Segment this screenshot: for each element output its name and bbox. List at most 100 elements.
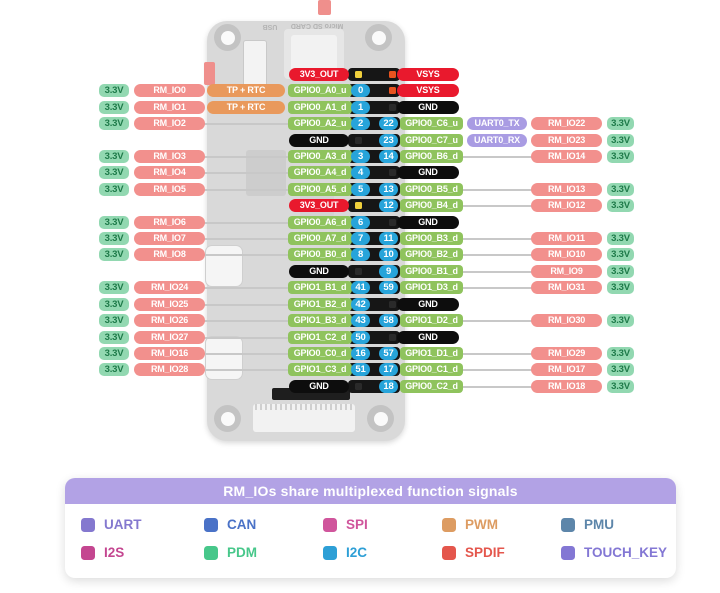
rm-io-badge: RM_IO8 bbox=[134, 248, 205, 262]
connector-line bbox=[461, 352, 533, 355]
voltage-badge: 3.3V bbox=[99, 100, 129, 114]
gpio-badge: GPIO1_B3_d bbox=[288, 314, 352, 328]
voltage-badge: 3.3V bbox=[607, 117, 634, 131]
rm-io-badge: RM_IO14 bbox=[531, 150, 602, 164]
gpio-badge: GPIO0_B6_d bbox=[400, 150, 463, 164]
pin-number-badge: 2 bbox=[351, 117, 370, 131]
legend-item-label: CAN bbox=[227, 517, 257, 532]
gnd-badge: GND bbox=[289, 133, 349, 147]
voltage-badge: 3.3V bbox=[607, 199, 634, 213]
pin-number-badge: 12 bbox=[379, 199, 398, 213]
pin-square bbox=[389, 300, 396, 308]
pin-number-badge: 51 bbox=[351, 363, 370, 377]
gpio-badge: GPIO0_C6_u bbox=[400, 117, 463, 131]
legend-color-swatch bbox=[204, 517, 218, 532]
connector-line bbox=[203, 156, 291, 159]
mounting-hole bbox=[214, 24, 241, 51]
voltage-badge: 3.3V bbox=[99, 297, 129, 311]
voltage-badge: 3.3V bbox=[607, 281, 634, 295]
pin-square bbox=[389, 71, 396, 78]
rm-io-badge: RM_IO0 bbox=[134, 84, 205, 98]
pin-square bbox=[389, 333, 396, 341]
usb-silkscreen-label: USB bbox=[262, 23, 278, 30]
legend-item-label: PDM bbox=[227, 545, 257, 560]
pin-number-badge: 41 bbox=[351, 281, 370, 295]
pin-number-badge: 9 bbox=[379, 264, 398, 278]
legend-item: SPI bbox=[323, 517, 442, 532]
connector-line bbox=[203, 287, 291, 290]
gpio-badge: GPIO0_B2_d bbox=[400, 248, 463, 262]
pin-number-badge: 42 bbox=[351, 297, 370, 311]
sd-card-silkscreen-label: Micro SD CARD bbox=[290, 22, 344, 29]
connector-line bbox=[203, 123, 291, 126]
voltage-badge: 3.3V bbox=[607, 248, 634, 262]
connector-line bbox=[461, 287, 533, 290]
gpio-badge: GPIO0_C1_d bbox=[400, 363, 463, 377]
gpio-badge: GPIO1_D2_d bbox=[400, 314, 463, 328]
highlighted-component bbox=[318, 0, 331, 15]
pin-square bbox=[355, 382, 362, 390]
power-badge: VSYS bbox=[397, 68, 459, 81]
gpio-badge: GPIO0_B3_d bbox=[400, 232, 463, 246]
voltage-badge: 3.3V bbox=[607, 133, 634, 147]
rm-io-badge: RM_IO12 bbox=[531, 199, 602, 213]
connector-line bbox=[203, 336, 291, 339]
rm-io-badge: RM_IO6 bbox=[134, 215, 205, 229]
pin-square bbox=[355, 136, 362, 144]
rm-io-badge: RM_IO30 bbox=[531, 314, 602, 328]
voltage-badge: 3.3V bbox=[607, 363, 634, 377]
legend-item: TOUCH_KEY bbox=[561, 545, 676, 560]
rm-io-badge: RM_IO7 bbox=[134, 232, 205, 246]
power-badge: VSYS bbox=[397, 84, 459, 98]
voltage-badge: 3.3V bbox=[607, 182, 634, 196]
gpio-badge: GPIO0_A3_d bbox=[288, 150, 352, 164]
rm-io-badge: RM_IO29 bbox=[531, 346, 602, 360]
gpio-badge: GPIO0_A5_d bbox=[288, 182, 352, 196]
pin-number-badge: 57 bbox=[379, 346, 398, 360]
voltage-badge: 3.3V bbox=[607, 264, 634, 278]
pin-square bbox=[389, 218, 396, 226]
gnd-badge: GND bbox=[397, 330, 459, 344]
pin-number-badge: 10 bbox=[379, 248, 398, 262]
legend-color-swatch bbox=[561, 545, 575, 560]
rm-io-badge: RM_IO2 bbox=[134, 117, 205, 131]
legend-item: UART bbox=[81, 517, 204, 532]
legend-item: I2C bbox=[323, 545, 442, 560]
voltage-badge: 3.3V bbox=[607, 314, 634, 328]
voltage-badge: 3.3V bbox=[99, 346, 129, 360]
gpio-badge: GPIO0_B1_d bbox=[400, 264, 463, 278]
legend-color-swatch bbox=[561, 517, 575, 532]
voltage-badge: 3.3V bbox=[99, 117, 129, 131]
gpio-badge: GPIO0_A4_d bbox=[288, 166, 352, 180]
rm-io-badge: RM_IO28 bbox=[134, 363, 205, 377]
connector-line bbox=[203, 238, 291, 241]
legend-item: I2S bbox=[81, 545, 204, 560]
pin-number-badge: 43 bbox=[351, 314, 370, 328]
mounting-hole bbox=[214, 405, 241, 432]
rm-io-badge: RM_IO13 bbox=[531, 182, 602, 196]
legend-item-label: PWM bbox=[465, 517, 498, 532]
voltage-badge: 3.3V bbox=[99, 166, 129, 180]
function-badge: TP + RTC bbox=[207, 100, 285, 114]
pin-number-badge: 7 bbox=[351, 232, 370, 246]
legend-title: RM_IOs share multiplexed function signal… bbox=[65, 478, 676, 504]
gnd-badge: GND bbox=[289, 264, 349, 278]
fpc-connector bbox=[253, 404, 355, 432]
legend-color-swatch bbox=[323, 545, 337, 560]
legend-item-label: SPDIF bbox=[465, 545, 505, 560]
rm-io-badge: RM_IO11 bbox=[531, 232, 602, 246]
voltage-badge: 3.3V bbox=[607, 379, 634, 393]
highlighted-component bbox=[204, 62, 215, 85]
